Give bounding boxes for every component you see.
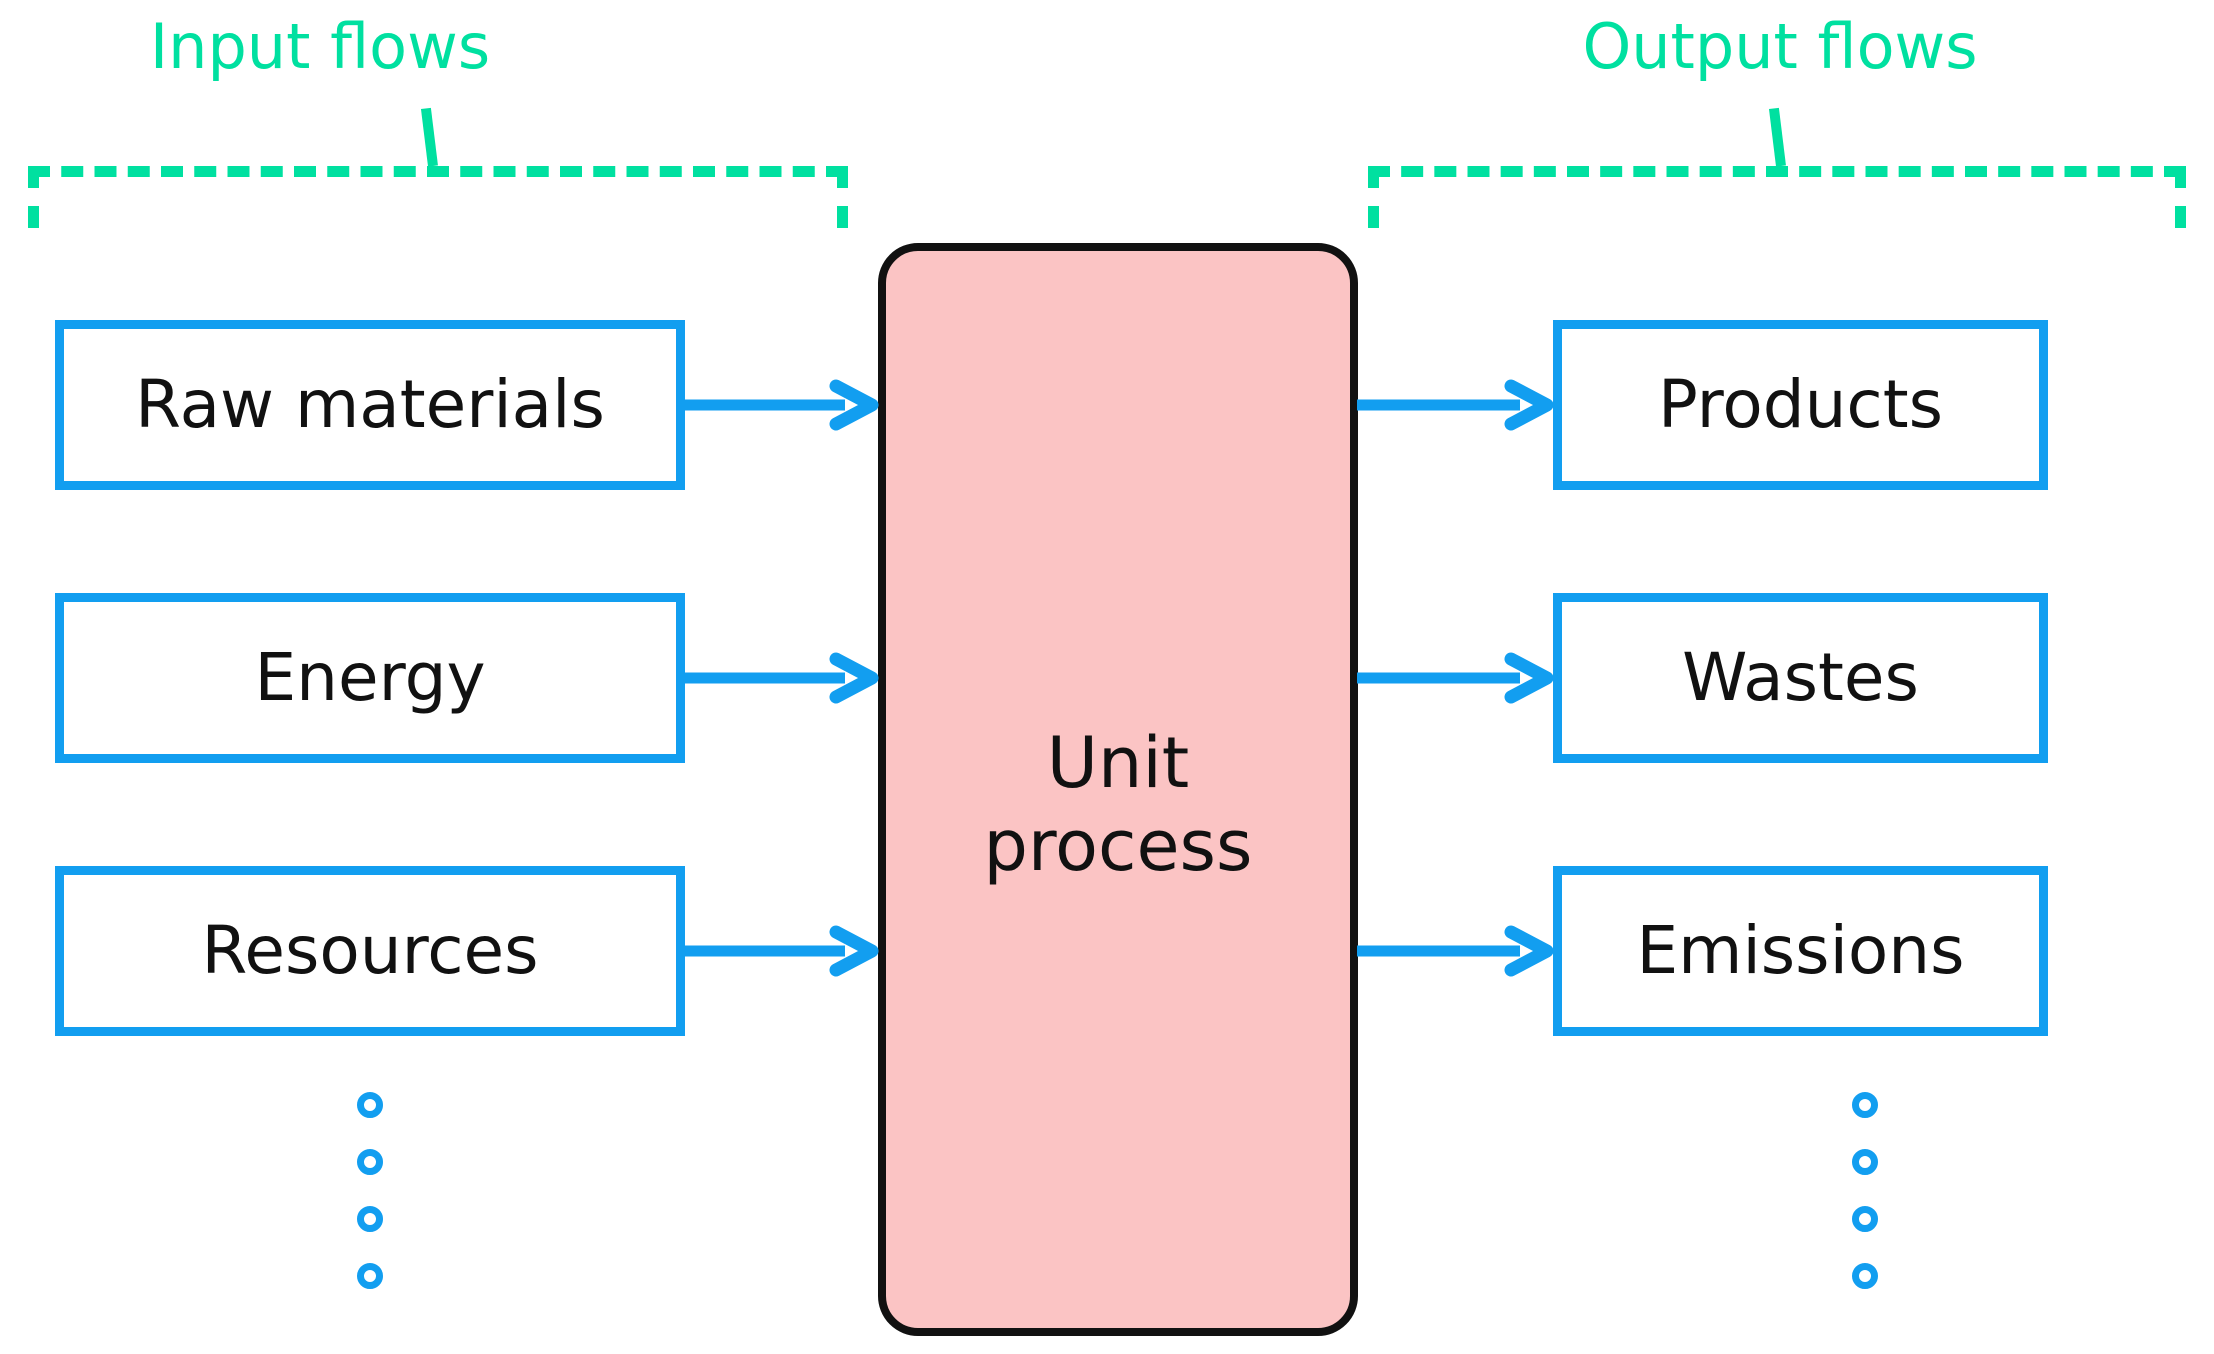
circle-icon bbox=[1852, 1206, 1878, 1232]
bracket-tick-right bbox=[837, 166, 848, 228]
input-label-raw-materials: Raw materials bbox=[135, 366, 605, 443]
bracket-horizontal-line bbox=[28, 166, 848, 177]
output-label-emissions: Emissions bbox=[1636, 912, 1965, 989]
arrow-head-icon bbox=[829, 379, 879, 431]
arrow-head-icon bbox=[1504, 379, 1554, 431]
input-box-energy[interactable]: Energy bbox=[55, 593, 685, 763]
arrow-shaft bbox=[685, 399, 845, 411]
circle-icon bbox=[357, 1206, 383, 1232]
arrow-shaft bbox=[685, 945, 845, 957]
output-label-products: Products bbox=[1658, 366, 1943, 443]
arrow-shaft bbox=[1357, 945, 1520, 957]
arrow-energy-to-process bbox=[685, 652, 879, 704]
input-box-raw-materials[interactable]: Raw materials bbox=[55, 320, 685, 490]
arrow-resources-to-process bbox=[685, 925, 879, 977]
unit-process-label: Unit process bbox=[983, 721, 1253, 887]
arrow-head-icon bbox=[829, 925, 879, 977]
arrow-shaft bbox=[1357, 672, 1520, 684]
output-box-emissions[interactable]: Emissions bbox=[1553, 866, 2048, 1036]
input-label-energy: Energy bbox=[254, 639, 486, 716]
arrow-process-to-emissions bbox=[1357, 925, 1554, 977]
input-flows-more-indicator bbox=[357, 1092, 383, 1302]
arrow-raw-materials-to-process bbox=[685, 379, 879, 431]
input-label-resources: Resources bbox=[201, 912, 539, 989]
output-flows-title: Output flows bbox=[1582, 10, 1978, 83]
output-flows-more-indicator bbox=[1852, 1092, 1878, 1302]
arrow-shaft bbox=[685, 672, 845, 684]
circle-icon bbox=[1852, 1263, 1878, 1289]
circle-icon bbox=[357, 1149, 383, 1175]
bracket-tick-left bbox=[28, 166, 39, 228]
output-box-products[interactable]: Products bbox=[1553, 320, 2048, 490]
input-flows-title: Input flows bbox=[149, 10, 491, 83]
bracket-horizontal-line bbox=[1368, 166, 2186, 177]
bracket-tick-left bbox=[1368, 166, 1379, 228]
arrow-head-icon bbox=[1504, 925, 1554, 977]
arrow-process-to-wastes bbox=[1357, 652, 1554, 704]
bracket-pointer-up-icon bbox=[420, 107, 438, 167]
output-box-wastes[interactable]: Wastes bbox=[1553, 593, 2048, 763]
arrow-head-icon bbox=[1504, 652, 1554, 704]
circle-icon bbox=[357, 1092, 383, 1118]
circle-icon bbox=[1852, 1092, 1878, 1118]
circle-icon bbox=[357, 1263, 383, 1289]
unit-process-box[interactable]: Unit process bbox=[878, 243, 1358, 1336]
arrow-head-icon bbox=[829, 652, 879, 704]
arrow-shaft bbox=[1357, 399, 1520, 411]
circle-icon bbox=[1852, 1149, 1878, 1175]
arrow-process-to-products bbox=[1357, 379, 1554, 431]
bracket-pointer-up-icon bbox=[1768, 107, 1786, 167]
bracket-tick-right bbox=[2175, 166, 2186, 228]
input-box-resources[interactable]: Resources bbox=[55, 866, 685, 1036]
output-label-wastes: Wastes bbox=[1682, 639, 1919, 716]
